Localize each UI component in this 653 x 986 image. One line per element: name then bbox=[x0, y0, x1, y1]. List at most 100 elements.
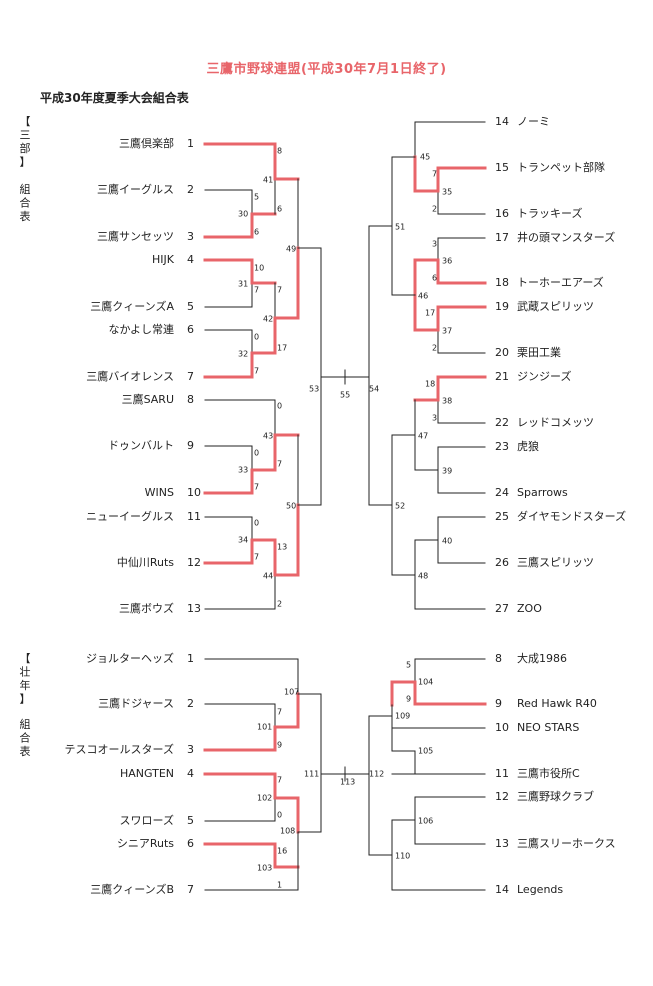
match-score: 3 bbox=[432, 414, 437, 423]
team-name-left: 三鷹クィーンズA bbox=[90, 299, 174, 313]
match-score: 102 bbox=[257, 794, 272, 803]
team-number-left: 2 bbox=[187, 697, 194, 710]
team-name-right: トーホーエアーズ bbox=[517, 275, 604, 289]
team-number-left: 6 bbox=[187, 323, 194, 336]
match-score: 48 bbox=[418, 572, 428, 581]
section-label-char: 壮 bbox=[20, 666, 31, 679]
team-number-right: 13 bbox=[495, 837, 509, 850]
team-name-right: ZOO bbox=[517, 602, 542, 615]
match-score: 6 bbox=[254, 228, 259, 237]
match-score: 9 bbox=[406, 695, 411, 704]
match-score: 30 bbox=[238, 210, 248, 219]
match-score: 2 bbox=[432, 205, 437, 214]
match-score: 7 bbox=[277, 286, 282, 295]
match-score: 52 bbox=[395, 502, 405, 511]
team-name-right: NEO STARS bbox=[517, 721, 579, 734]
team-name-right: トラッキーズ bbox=[517, 206, 582, 220]
match-score: 5 bbox=[254, 193, 259, 202]
section-label-char: 】 bbox=[20, 156, 31, 169]
match-score: 39 bbox=[442, 467, 452, 476]
team-number-left: 7 bbox=[187, 370, 194, 383]
team-number-left: 2 bbox=[187, 183, 194, 196]
team-number-left: 3 bbox=[187, 743, 194, 756]
team-number-right: 26 bbox=[495, 556, 509, 569]
page-title: 三鷹市野球連盟(平成30年7月1日終了) bbox=[206, 62, 447, 77]
match-score: 7 bbox=[254, 286, 259, 295]
match-score: 7 bbox=[277, 776, 282, 785]
team-number-right: 23 bbox=[495, 440, 509, 453]
match-score: 41 bbox=[263, 176, 273, 185]
match-score: 108 bbox=[280, 827, 295, 836]
team-number-right: 15 bbox=[495, 161, 509, 174]
match-score: 38 bbox=[442, 397, 452, 406]
match-score: 101 bbox=[257, 723, 272, 732]
section-label-char: 合 bbox=[20, 196, 31, 210]
team-number-right: 11 bbox=[495, 767, 509, 780]
match-score: 7 bbox=[254, 553, 259, 562]
match-score: 7 bbox=[277, 708, 282, 717]
team-number-right: 27 bbox=[495, 602, 509, 615]
match-score: 8 bbox=[277, 147, 282, 156]
match-score: 2 bbox=[432, 344, 437, 353]
match-score: 31 bbox=[238, 280, 248, 289]
team-name-right: Legends bbox=[517, 883, 563, 896]
match-score: 7 bbox=[254, 483, 259, 492]
match-score: 50 bbox=[286, 502, 296, 511]
match-score: 109 bbox=[395, 712, 410, 721]
team-name-left: 三鷹クィーンズB bbox=[90, 882, 174, 896]
team-name-left: 三鷹倶楽部 bbox=[119, 136, 174, 150]
match-score: 3 bbox=[432, 240, 437, 249]
match-score: 0 bbox=[254, 519, 259, 528]
team-name-left: 中仙川Ruts bbox=[117, 556, 174, 569]
team-number-right: 25 bbox=[495, 510, 509, 523]
team-number-right: 9 bbox=[495, 697, 502, 710]
team-number-right: 14 bbox=[495, 115, 509, 128]
match-score: 104 bbox=[418, 678, 433, 687]
match-score: 6 bbox=[432, 274, 437, 283]
team-name-right: 大成1986 bbox=[517, 651, 567, 665]
match-score: 36 bbox=[442, 257, 452, 266]
section-label-char: 組 bbox=[20, 718, 31, 731]
team-name-right: ダイヤモンドスターズ bbox=[517, 509, 626, 523]
team-name-right: 虎狼 bbox=[517, 439, 539, 453]
section-label-char: 【 bbox=[20, 115, 31, 128]
match-score: 0 bbox=[277, 402, 282, 411]
section-label-char: 合 bbox=[20, 731, 31, 745]
team-number-left: 8 bbox=[187, 393, 194, 406]
team-number-right: 18 bbox=[495, 276, 509, 289]
team-name-right: 武蔵スピリッツ bbox=[517, 300, 594, 313]
section-label-char: 三 bbox=[20, 129, 31, 142]
match-score: 106 bbox=[418, 817, 433, 826]
team-number-right: 24 bbox=[495, 486, 509, 499]
section-label-char: 】 bbox=[20, 693, 31, 706]
team-name-right: 三鷹市役所C bbox=[517, 766, 580, 780]
match-score: 51 bbox=[395, 223, 405, 232]
team-name-right: 三鷹スリーホークス bbox=[517, 836, 616, 850]
team-number-left: 5 bbox=[187, 300, 194, 313]
team-name-right: Sparrows bbox=[517, 486, 568, 499]
team-name-left: WINS bbox=[145, 486, 174, 499]
team-number-left: 6 bbox=[187, 837, 194, 850]
match-score: 112 bbox=[369, 770, 384, 779]
match-score: 0 bbox=[277, 811, 282, 820]
match-score: 110 bbox=[395, 852, 410, 861]
match-score: 47 bbox=[418, 432, 428, 441]
match-score: 18 bbox=[425, 380, 435, 389]
match-score: 54 bbox=[369, 385, 379, 394]
team-number-left: 5 bbox=[187, 814, 194, 827]
team-name-right: トランペット部隊 bbox=[517, 160, 605, 174]
match-score: 42 bbox=[263, 315, 273, 324]
team-number-right: 21 bbox=[495, 370, 509, 383]
team-number-left: 4 bbox=[187, 767, 194, 780]
team-number-right: 17 bbox=[495, 231, 509, 244]
team-name-right: Red Hawk R40 bbox=[517, 697, 597, 710]
team-number-right: 16 bbox=[495, 207, 509, 220]
team-name-left: スワローズ bbox=[120, 813, 174, 827]
match-score: 13 bbox=[277, 543, 287, 552]
team-name-left: HANGTEN bbox=[120, 767, 174, 780]
team-name-left: 三鷹ドジャース bbox=[98, 696, 174, 710]
match-score: 113 bbox=[340, 778, 355, 787]
